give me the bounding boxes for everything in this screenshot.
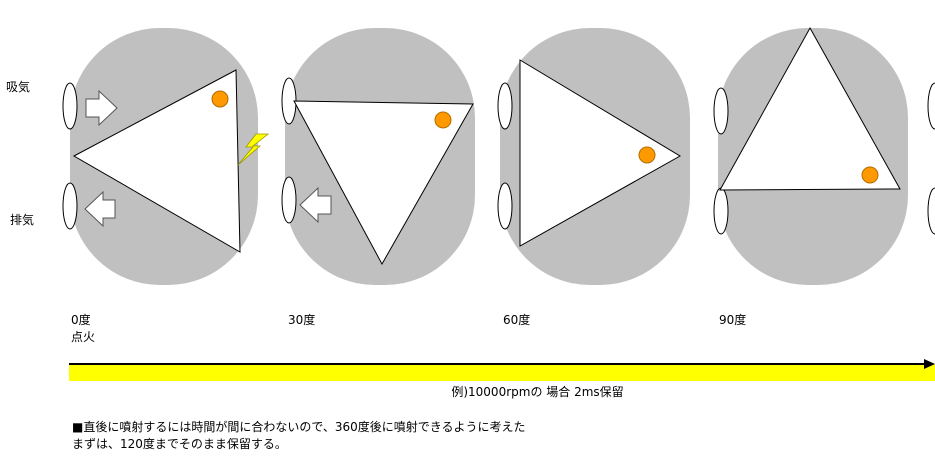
note-line-1: ■直後に噴射するには時間が間に合わないので、360度後に噴射できるように考えた: [72, 420, 526, 434]
exhaust-port-0: [62, 182, 78, 230]
exhaust-port-60: [497, 182, 513, 230]
exhaust-port-120: [927, 187, 935, 235]
lightning-bolt-icon: [237, 133, 270, 166]
intake-port-60: [497, 82, 513, 130]
exhaust-port-30: [281, 176, 297, 224]
timeline-bar: [69, 364, 935, 381]
exhaust-port-90: [713, 187, 729, 235]
rotor-marker-30: [434, 111, 452, 129]
intake-label: 吸気: [6, 80, 31, 94]
rotor-30: [293, 100, 474, 266]
angle-label-60: 60度: [503, 313, 531, 327]
intake-port-120: [927, 82, 935, 130]
rotor-marker-0: [211, 90, 229, 108]
intake-port-90: [713, 87, 729, 135]
arrow-left-icon: [84, 190, 116, 228]
angle-label-90: 90度: [719, 313, 747, 327]
rotor-60: [519, 59, 681, 247]
arrow-right-icon: [85, 89, 118, 127]
intake-port-0: [62, 82, 78, 130]
angle-label-0: 0度: [71, 313, 91, 327]
rotor-90: [719, 26, 901, 191]
arrow-left-icon: [299, 186, 332, 224]
timeline-caption: 例)10000rpmの 場合 2ms保留: [451, 385, 624, 399]
angle-label-30: 30度: [288, 313, 316, 327]
rotor-marker-60: [638, 146, 656, 164]
rotor-marker-90: [861, 166, 879, 184]
timeline-arrowhead: [924, 359, 935, 369]
rotor-0: [72, 69, 241, 253]
ignition-label: 点火: [71, 330, 96, 344]
note-line-2: まずは、120度までそのまま保留する。: [72, 437, 287, 451]
exhaust-label: 排気: [10, 213, 35, 227]
